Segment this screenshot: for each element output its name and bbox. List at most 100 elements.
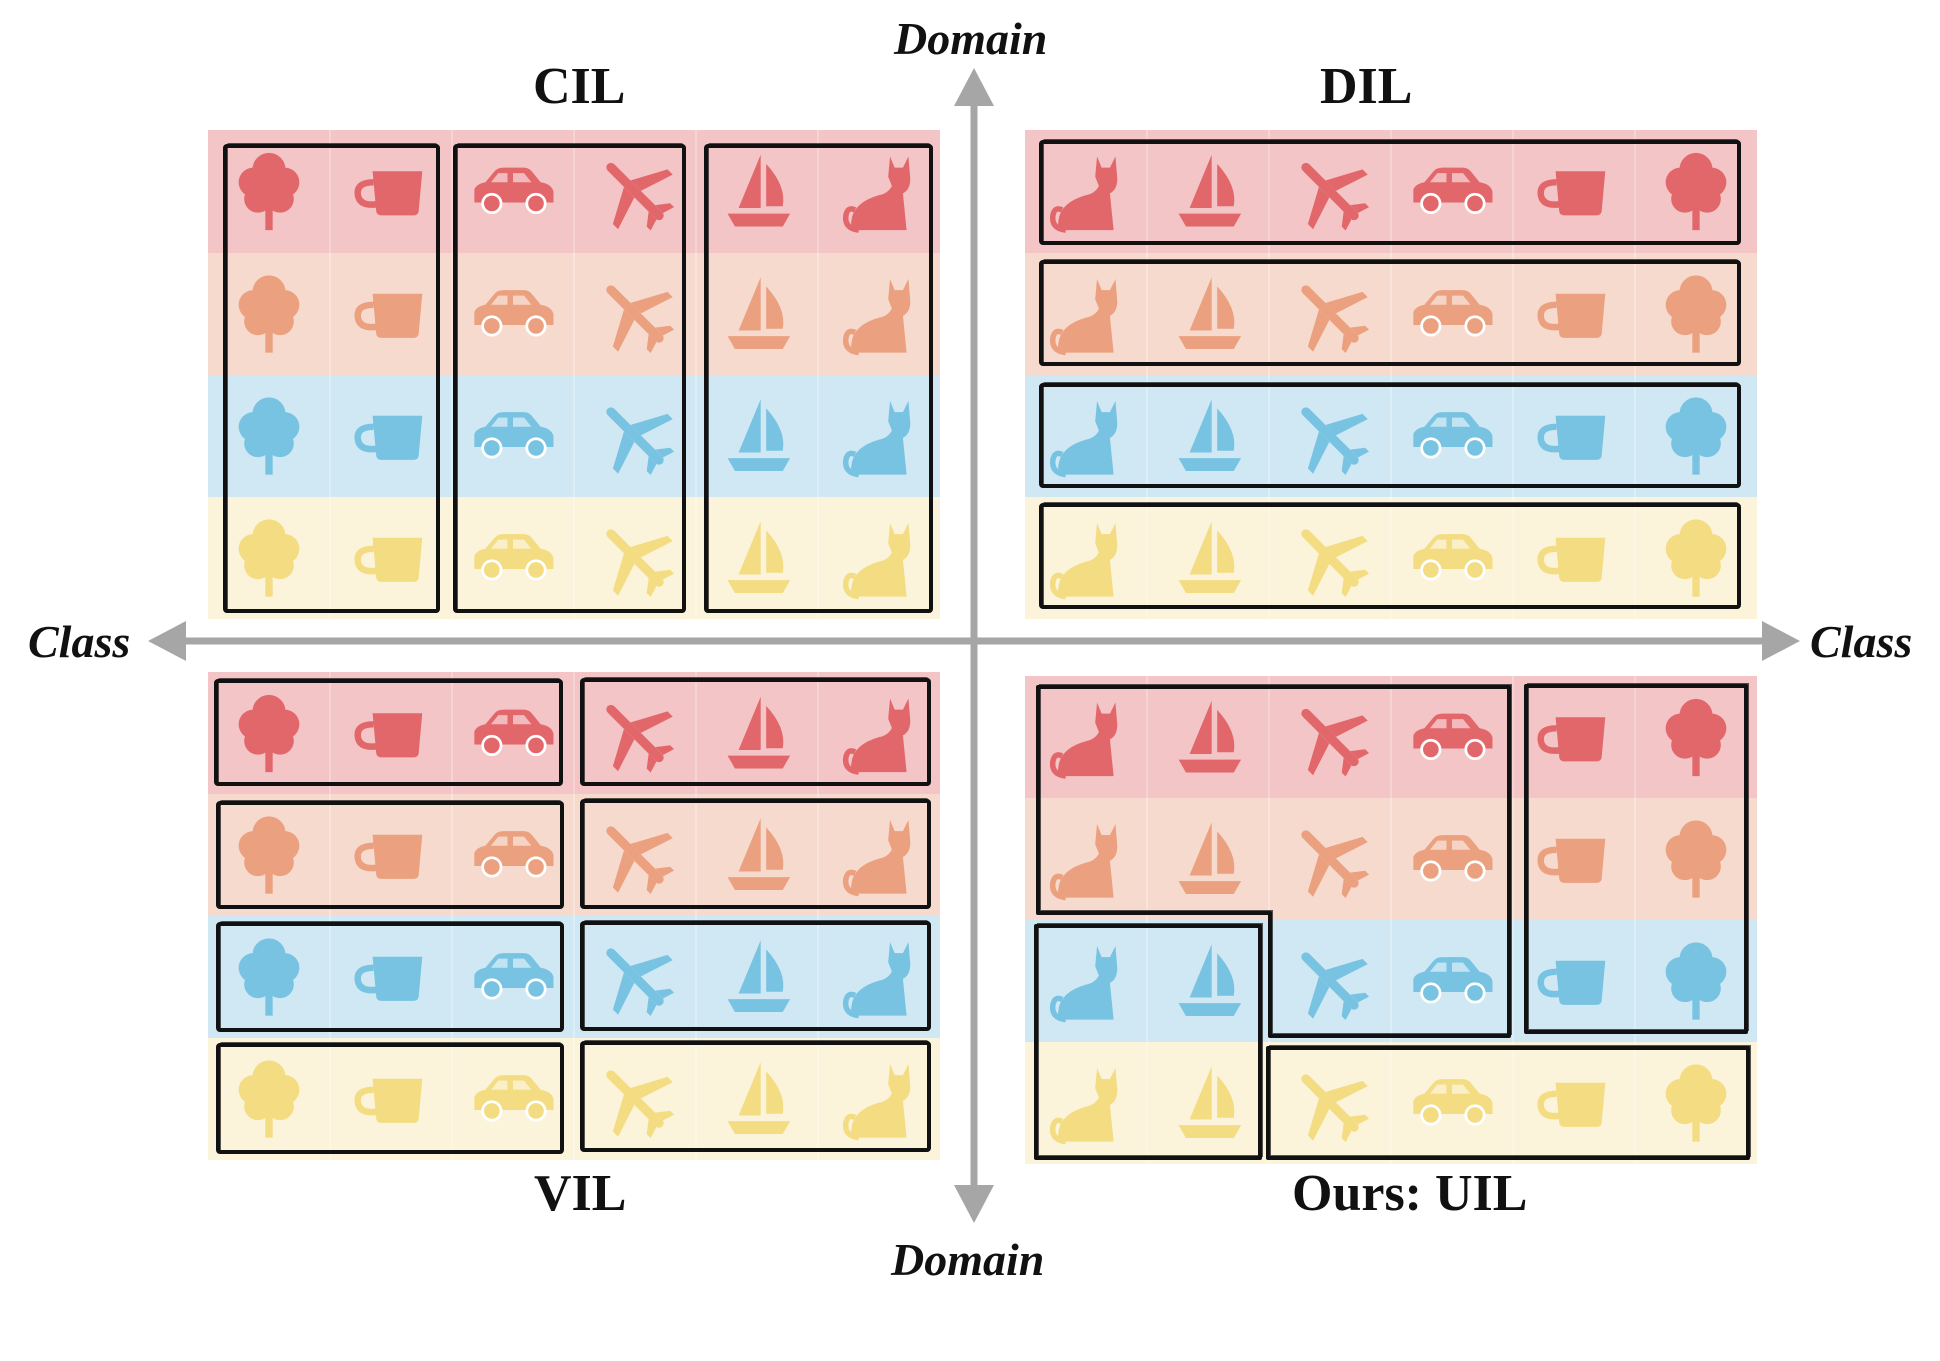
- dil-domain-row: [1025, 130, 1757, 253]
- axis-label-class-right: Class: [1810, 616, 1913, 667]
- cil-domain-row: [208, 253, 940, 375]
- task-box: [1034, 924, 1262, 1160]
- car-icon: [474, 831, 554, 878]
- task-box-sketch: [583, 677, 929, 786]
- tree-icon: [1665, 1064, 1727, 1142]
- tree-icon: [1665, 397, 1727, 475]
- task-box-sketch: [226, 143, 438, 613]
- cat-icon: [1049, 279, 1118, 356]
- axis-label-class-left: Class: [28, 616, 131, 667]
- uil-domain-row: [1025, 920, 1757, 1042]
- car-icon: [1413, 957, 1493, 1004]
- sailboat-icon: [1178, 944, 1242, 1016]
- tree-icon: [238, 1060, 300, 1138]
- car-icon: [474, 709, 554, 757]
- dil-domain-row: [1025, 497, 1757, 619]
- title-vil: VIL: [534, 1165, 627, 1222]
- tree-icon: [1665, 698, 1727, 777]
- vil-domain-row: [208, 1038, 940, 1160]
- task-box: [1266, 1046, 1750, 1160]
- cat-icon: [842, 698, 911, 775]
- uil-domain-row: [1025, 1042, 1757, 1164]
- sailboat-icon: [727, 399, 791, 471]
- car-icon: [1413, 290, 1493, 337]
- airplane-icon: [1301, 1074, 1370, 1143]
- cat-icon: [842, 942, 911, 1019]
- cat-icon: [1049, 1068, 1118, 1145]
- cup-icon: [354, 713, 423, 758]
- car-icon: [1413, 167, 1493, 215]
- airplane-icon: [606, 285, 675, 354]
- sailboat-icon: [727, 940, 791, 1012]
- cup-icon: [1537, 1082, 1606, 1127]
- cup-icon: [1537, 717, 1606, 762]
- car-icon: [1413, 1079, 1493, 1126]
- tree-icon: [1665, 519, 1727, 597]
- tree-icon: [1665, 820, 1727, 898]
- cup-icon: [1537, 415, 1606, 460]
- cup-icon: [1537, 537, 1606, 582]
- axis-label-domain-bottom: Domain: [891, 1234, 1045, 1285]
- task-box-sketch: [1042, 139, 1739, 245]
- uil-domain-row: [1025, 798, 1757, 920]
- task-box-sketch: [219, 921, 562, 1032]
- car-icon: [474, 534, 554, 581]
- task-box-sketch: [1039, 684, 1512, 1035]
- cat-icon: [842, 523, 911, 600]
- title-uil: Ours: UIL: [1292, 1165, 1528, 1222]
- cat-icon: [1049, 824, 1118, 901]
- dil-domain-row: [1025, 375, 1757, 497]
- cil-domain-row: [208, 497, 940, 619]
- car-icon: [474, 1075, 554, 1122]
- task-box-sketch: [1042, 259, 1739, 366]
- tree-icon: [1665, 152, 1727, 231]
- tree-icon: [238, 152, 300, 231]
- cup-icon: [1537, 293, 1606, 338]
- cat-icon: [842, 156, 911, 233]
- tree-icon: [238, 519, 300, 597]
- airplane-icon: [1301, 529, 1370, 598]
- airplane-icon: [606, 826, 675, 895]
- cat-icon: [842, 279, 911, 356]
- sailboat-icon: [1178, 277, 1242, 349]
- car-icon: [1413, 835, 1493, 882]
- task-box-sketch: [1037, 923, 1263, 1157]
- sailboat-icon: [1178, 154, 1242, 227]
- sailboat-icon: [1178, 399, 1242, 471]
- quadrant-cil: [208, 130, 940, 619]
- airplane-icon: [606, 162, 675, 231]
- cup-icon: [1537, 171, 1606, 216]
- task-box-sketch: [1269, 1045, 1751, 1157]
- quadrant-uil: [1025, 676, 1757, 1164]
- cat-icon: [1049, 401, 1118, 478]
- tree-icon: [238, 397, 300, 475]
- task-box-sketch: [217, 678, 561, 786]
- sailboat-icon: [1178, 700, 1242, 773]
- vil-domain-row: [208, 794, 940, 916]
- task-box-sketch: [1527, 683, 1749, 1031]
- airplane-icon: [1301, 952, 1370, 1021]
- task-box-sketch: [583, 798, 929, 909]
- task-box: [1036, 685, 1511, 1038]
- task-box-sketch: [583, 1040, 929, 1152]
- axes: [148, 68, 1800, 1223]
- vil-domain-row: [208, 672, 940, 795]
- cup-icon: [354, 293, 423, 338]
- sailboat-icon: [727, 1062, 791, 1134]
- tree-icon: [1665, 275, 1727, 353]
- title-dil: DIL: [1320, 58, 1413, 115]
- axis-label-domain-top: Domain: [894, 13, 1048, 64]
- sailboat-icon: [727, 696, 791, 769]
- cil-domain-row: [208, 375, 940, 497]
- cat-icon: [842, 820, 911, 897]
- cat-icon: [842, 401, 911, 478]
- car-icon: [474, 167, 554, 215]
- tree-icon: [238, 275, 300, 353]
- task-box-sketch: [707, 143, 931, 613]
- tree-icon: [238, 694, 300, 773]
- task-box-sketch: [456, 143, 684, 613]
- task-box-sketch: [583, 920, 929, 1031]
- task-box: [1524, 684, 1748, 1034]
- car-icon: [474, 290, 554, 337]
- airplane-icon: [1301, 407, 1370, 476]
